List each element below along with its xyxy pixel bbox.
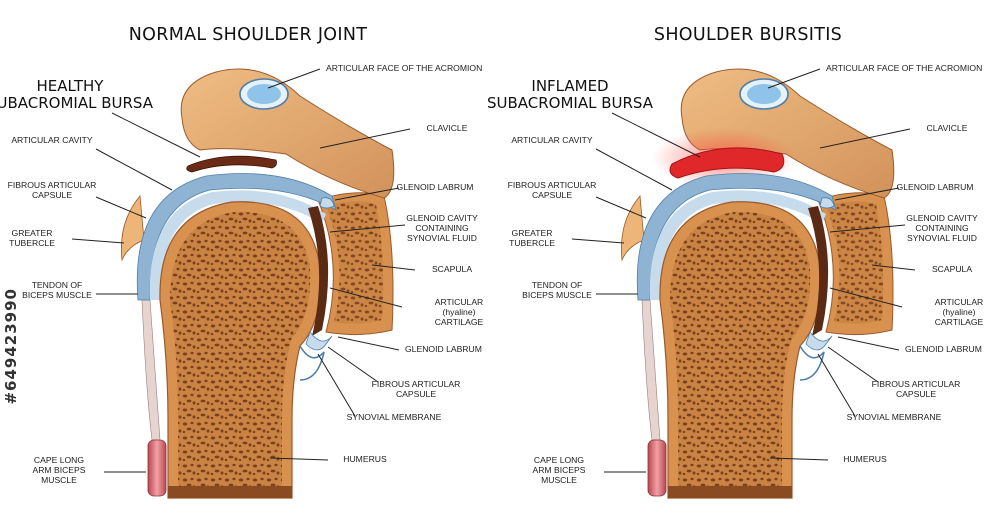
leader-articular-hyaline-cartilage xyxy=(329,287,403,308)
leader-glenoid-labrum xyxy=(334,187,400,201)
leader-clavicle xyxy=(819,128,911,149)
biceps-tendon xyxy=(141,299,161,441)
label-clavicle: CLAVICLE xyxy=(927,123,968,133)
leader-scapula xyxy=(871,264,916,271)
leader-humerus xyxy=(769,457,829,461)
label-articular-hyaline-cartilage: ARTICULAR(hyaline)CARTILAGE xyxy=(435,297,484,327)
leader-glenoid-labrum xyxy=(837,336,900,351)
label-glenoid-labrum: GLENOID LABRUM xyxy=(405,344,482,354)
articular-face-of-acromion xyxy=(247,84,281,104)
bursa-leader-line xyxy=(111,112,201,158)
panel-title: NORMAL SHOULDER JOINT xyxy=(129,25,367,45)
glenoid-labrum-lower xyxy=(805,331,833,351)
label-synovial-membrane: SYNOVIAL MEMBRANE xyxy=(347,412,442,422)
panel-title: SHOULDER BURSITIS xyxy=(654,25,842,45)
leader-fibrous-articular-capsule xyxy=(327,346,379,383)
label-glenoid-labrum: GLENOID LABRUM xyxy=(905,344,982,354)
leader-scapula xyxy=(371,264,416,271)
label-clavicle: CLAVICLE xyxy=(427,123,468,133)
leader-glenoid-labrum xyxy=(834,187,900,201)
leader-glenoid-cavity-containing-synovial-fluid xyxy=(329,224,406,233)
leader-fibrous-articular-capsule xyxy=(595,196,647,219)
label-articular-face-of-the-acromion: ARTICULAR FACE OF THE ACROMION xyxy=(326,63,482,73)
leader-synovial-membrane xyxy=(817,353,856,417)
biceps-tendon xyxy=(641,299,661,441)
humerus-cut-end xyxy=(168,486,292,498)
label-articular-cavity: ARTICULAR CAVITY xyxy=(511,135,593,145)
leader-articular-cavity xyxy=(95,148,173,191)
scapula-spongy xyxy=(826,201,884,324)
glenoid-labrum-upper xyxy=(319,197,335,209)
leader-articular-face-of-the-acromion xyxy=(267,68,321,89)
greater-tubercle xyxy=(121,195,145,262)
leader-humerus xyxy=(269,457,329,461)
fibrous-articular-capsule xyxy=(136,173,337,301)
greater-tubercle xyxy=(621,195,645,262)
leader-synovial-membrane xyxy=(317,353,356,417)
label-glenoid-labrum: GLENOID LABRUM xyxy=(897,182,974,192)
label-scapula: SCAPULA xyxy=(432,264,472,274)
label-humerus: HUMERUS xyxy=(843,454,887,464)
leader-articular-face-of-the-acromion xyxy=(767,68,821,89)
biceps-long-head-muscle xyxy=(147,439,167,497)
glenoid-labrum-lower xyxy=(305,331,333,351)
leader-fibrous-articular-capsule xyxy=(95,196,147,219)
glenoid-cavity-synovial-fluid xyxy=(308,206,329,336)
leader-articular-cavity xyxy=(595,148,673,191)
bursa-leader-line xyxy=(611,112,701,158)
healthy-subacromial-bursa xyxy=(186,155,277,173)
synovial-membrane xyxy=(799,345,825,381)
label-articular-hyaline-cartilage: ARTICULAR(hyaline)CARTILAGE xyxy=(935,297,984,327)
label-articular-cavity: ARTICULAR CAVITY xyxy=(11,135,93,145)
label-glenoid-labrum: GLENOID LABRUM xyxy=(397,182,474,192)
leader-greater-tubercle xyxy=(71,238,125,244)
humerus-spongy-bone xyxy=(670,211,811,486)
leader-articular-hyaline-cartilage xyxy=(829,287,903,308)
leader-fibrous-articular-capsule xyxy=(827,346,879,383)
leader-greater-tubercle xyxy=(571,238,625,244)
label-articular-face-of-the-acromion: ARTICULAR FACE OF THE ACROMION xyxy=(826,63,982,73)
scapula-spongy xyxy=(326,201,384,324)
humerus-cut-end xyxy=(668,486,792,498)
leader-glenoid-labrum xyxy=(337,336,400,351)
leader-clavicle xyxy=(319,128,411,149)
synovial-membrane xyxy=(299,345,325,381)
label-synovial-membrane: SYNOVIAL MEMBRANE xyxy=(847,412,942,422)
biceps-long-head-muscle xyxy=(647,439,667,497)
glenoid-labrum-upper xyxy=(819,197,835,209)
humerus-spongy-bone xyxy=(170,211,311,486)
fibrous-articular-capsule xyxy=(636,173,837,301)
acromion-clavicle xyxy=(180,68,395,199)
label-scapula: SCAPULA xyxy=(932,264,972,274)
label-humerus: HUMERUS xyxy=(343,454,387,464)
articular-face-of-acromion xyxy=(747,84,781,104)
leader-glenoid-cavity-containing-synovial-fluid xyxy=(829,224,906,233)
glenoid-cavity-synovial-fluid xyxy=(808,206,829,336)
inflamed-subacromial-bursa xyxy=(669,147,785,179)
